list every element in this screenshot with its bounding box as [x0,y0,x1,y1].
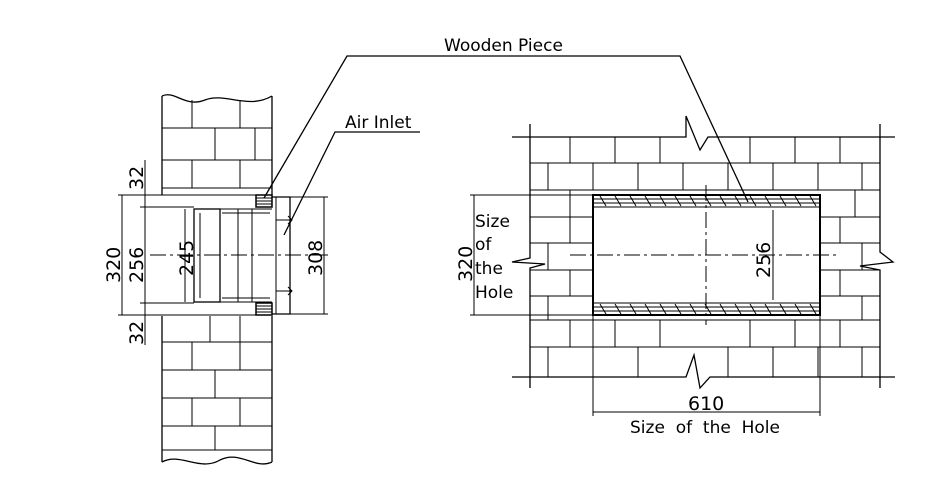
section-left-dimensions [118,160,256,345]
section-dim-256: 256 [126,247,148,283]
front-width-dimension [592,315,821,416]
wall-front-view: 256 320 610 Size of the Hole Size of the… [455,115,895,438]
front-wall-top-edge [512,115,895,152]
wall-section-upper-bricks [162,100,272,189]
size-of-hole-side-label-line2: of [475,235,492,255]
wall-section-lower-outline [161,316,273,465]
front-dim-256: 256 [753,242,775,278]
wooden-piece-leader [263,55,749,203]
front-dim-320: 320 [455,246,477,282]
air-inlet-leader [283,131,420,236]
section-wooden-piece-top-hatch [256,197,272,205]
front-wall-right-break [859,124,895,388]
section-flange-dimension [290,196,328,315]
front-height-dimension [470,194,593,316]
section-dim-32-bottom: 32 [126,321,148,345]
size-of-hole-bottom-label: Size of the Hole [630,418,780,438]
wooden-piece-label: Wooden Piece [444,36,563,56]
front-wall-bottom-edge [512,352,895,390]
section-dim-32-top: 32 [126,166,148,190]
callouts: Wooden Piece Air Inlet [263,36,749,236]
front-dim-610: 610 [688,393,724,415]
section-dim-245: 245 [176,240,198,276]
section-dim-308: 308 [305,240,327,276]
wall-section-view: 32 320 256 32 245 308 [103,94,330,465]
size-of-hole-side-label-line1: Size [475,212,510,232]
front-wall-left-break [511,124,546,388]
section-fixing-screws [276,215,293,296]
air-inlet-label: Air Inlet [345,113,412,133]
wall-section-upper-outline [161,94,273,195]
section-dim-320: 320 [103,247,125,283]
section-wooden-piece-bottom-hatch [256,305,272,313]
size-of-hole-side-label-line4: Hole [475,283,513,303]
front-wall-bricks [530,137,880,377]
wall-section-lower-bricks [162,316,272,451]
size-of-hole-side-label-line3: the [475,259,503,279]
